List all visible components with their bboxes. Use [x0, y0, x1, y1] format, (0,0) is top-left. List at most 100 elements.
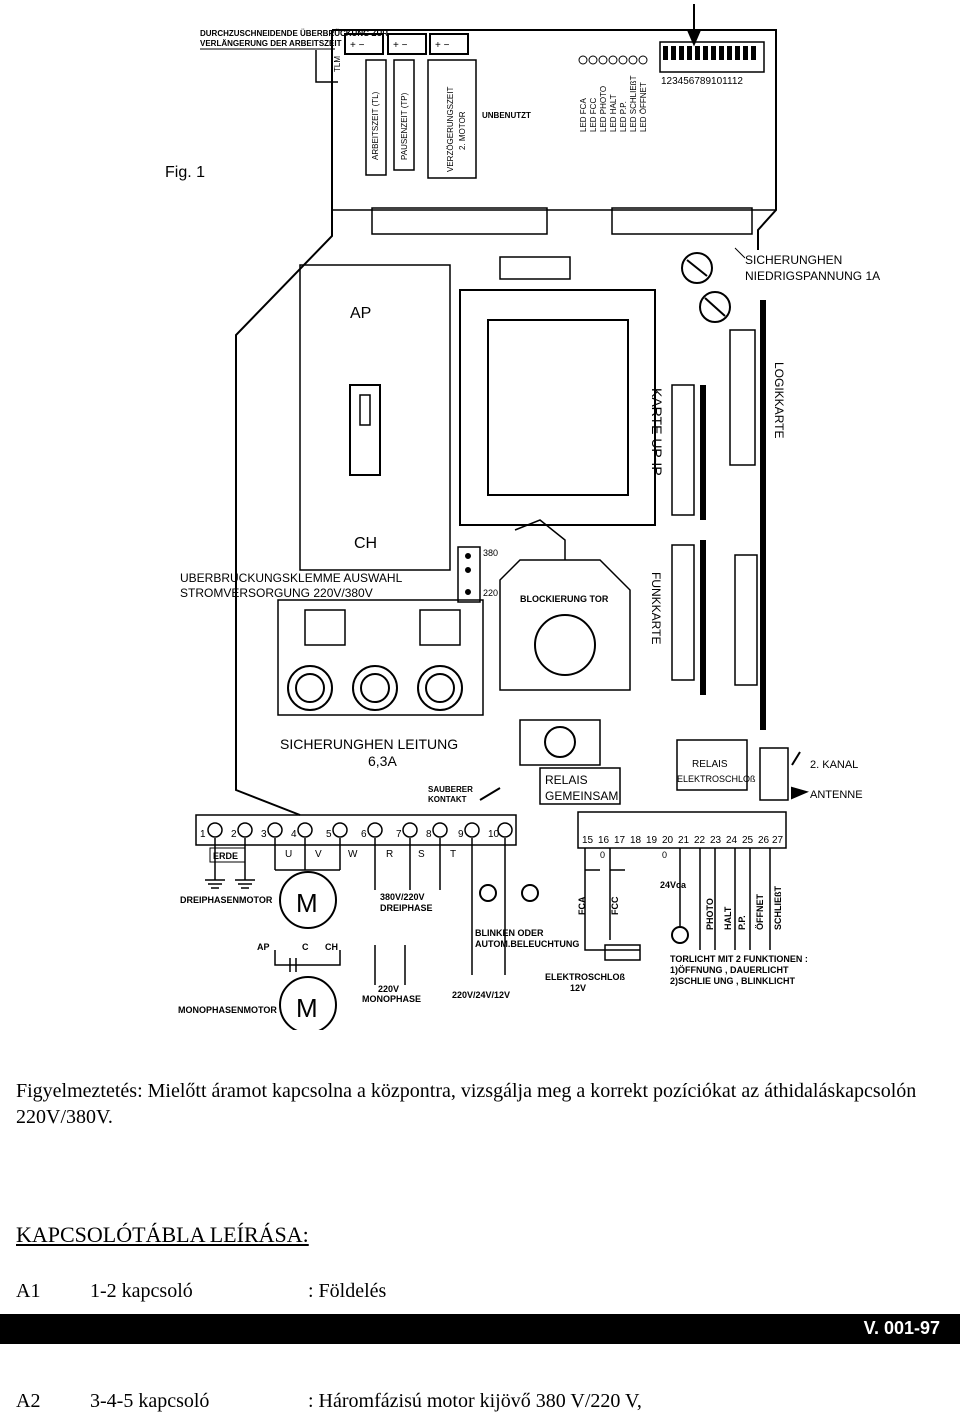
- kanal-label: 2. KANAL: [810, 759, 858, 771]
- dip-block-kanal: [759, 747, 789, 801]
- fuse-line-label-1: SICHERUNGHEN LEITUNG: [280, 736, 458, 752]
- schliest-label: SCHLIEßT: [773, 885, 783, 930]
- fuse-low-1: [681, 252, 713, 284]
- blinken-1: BLINKEN ODER: [475, 928, 544, 938]
- blockierung-top: [514, 519, 566, 560]
- led-pp: LED P.P.: [619, 101, 628, 132]
- fuse-low-pointer: [734, 247, 746, 259]
- svg-text:7: 7: [396, 829, 402, 840]
- zero-left: 0: [600, 850, 605, 860]
- mono-220-2: MONOPHASE: [362, 994, 421, 1004]
- ch-mono: CH: [325, 942, 338, 952]
- transformer-inner: [487, 319, 629, 496]
- fuse-low-1-slot: [686, 259, 708, 277]
- torlicht-3: 2)SCHLIE UNG , BLINKLICHT: [670, 976, 796, 986]
- terminal-numbers-right: 15 16 17 18 19 20 21 22 23 24 25 26 27: [582, 835, 784, 846]
- svg-text:9: 9: [458, 829, 464, 840]
- svg-text:21: 21: [678, 835, 690, 846]
- fuse-low-2: [699, 291, 731, 323]
- fuse-line-2-inner: [360, 673, 390, 703]
- control-wires: [679, 848, 771, 950]
- relais-elek-1: RELAIS: [692, 759, 728, 770]
- funkkarte-slot: [671, 544, 695, 681]
- lower-block: [519, 719, 601, 766]
- unused-label: UNBENUTZT: [482, 111, 531, 120]
- pot-label-delay: VERZÖGERUNGSZEIT: [446, 87, 455, 172]
- svg-text:3: 3: [261, 829, 267, 840]
- footer-band: V. 001-97: [0, 1314, 960, 1344]
- svg-text:20: 20: [662, 835, 674, 846]
- bridge-label-2: STROMVERSORGUNG 220V/380V: [180, 586, 373, 600]
- sauberer-1: SAUBERER: [428, 785, 473, 794]
- mono-motor: [279, 976, 337, 1030]
- lower-block-circle: [544, 726, 576, 758]
- fig-label: Fig. 1: [165, 164, 205, 181]
- ground-symbol-2: [235, 838, 255, 889]
- pot-tl-body: [365, 59, 387, 176]
- rst-wires: [374, 838, 441, 890]
- karte-up-ip-label: KARTE UP-IP: [649, 388, 665, 476]
- photo-label: PHOTO: [705, 898, 715, 930]
- pot-delay-body: [427, 59, 477, 179]
- pp-label: P.P.: [737, 915, 747, 930]
- v220-24-12-label: 220V/24V/12V: [452, 990, 510, 1000]
- terminal-screws-left: [207, 822, 513, 838]
- dip-switch-levers: [663, 46, 756, 60]
- svg-text:10: 10: [488, 829, 500, 840]
- fuse-line-3-inner: [425, 673, 455, 703]
- offnet-label: ÖFFNET: [755, 894, 765, 930]
- top-note-line2: VERLÄNGERUNG DER ARBEITSZEIT: [200, 39, 342, 48]
- ch-label: CH: [354, 535, 377, 552]
- pot-tp-body: [393, 59, 415, 171]
- svg-text:16: 16: [598, 835, 610, 846]
- blockierung-label: BLOCKIERUNG TOR: [520, 594, 609, 604]
- funkkarte-label: FUNKKARTE: [649, 572, 663, 644]
- bridge-jumper: [457, 546, 481, 603]
- motor-wiring: [274, 838, 341, 871]
- funkkarte-connector: [734, 554, 758, 686]
- fuse-line-1: [287, 665, 333, 711]
- pot-tp-box: [387, 33, 427, 55]
- v-label: V: [315, 849, 322, 860]
- svg-text:24: 24: [726, 835, 738, 846]
- row-switch: 3-4-5 kapcsoló: [90, 1390, 210, 1412]
- v24-label: 24Vca: [660, 880, 687, 890]
- fca-fcc-wiring: [584, 848, 640, 951]
- terminal-strip-right: [577, 811, 787, 849]
- transformer-outer: [459, 289, 656, 526]
- svg-text:27: 27: [772, 835, 784, 846]
- u-label: U: [285, 849, 292, 860]
- bridge-label-1: UBERBRUCKUNGSKLEMME AUSWAHL: [180, 571, 403, 585]
- relais-gem-2: GEMEINSAM: [545, 789, 618, 803]
- svg-text:4: 4: [291, 829, 297, 840]
- svg-text:6: 6: [361, 829, 367, 840]
- row-code: A2: [16, 1390, 41, 1412]
- dip-switch-block: [659, 41, 765, 73]
- logikkarte-label: LOGIKKARTE: [772, 362, 786, 438]
- s-label: S: [418, 849, 425, 860]
- svg-text:8: 8: [426, 829, 432, 840]
- pot-delay-signs: + −: [435, 40, 450, 51]
- sauberer-2: KONTAKT: [428, 795, 467, 804]
- svg-text:17: 17: [614, 835, 626, 846]
- row-desc: : Földelés: [308, 1280, 387, 1302]
- mono-220-1: 220V: [378, 984, 399, 994]
- small-connector: [499, 256, 571, 280]
- lamp-1: [479, 884, 497, 902]
- halt-label: HALT: [723, 906, 733, 930]
- antenne-label: ANTENNE: [810, 789, 863, 801]
- led-photo: LED PHOTO: [599, 86, 608, 132]
- pot-delay-box: [429, 33, 469, 55]
- fuse-line-3: [417, 665, 463, 711]
- relais-gem-1: RELAIS: [545, 773, 588, 787]
- v380-220-1: 380V/220V: [380, 892, 425, 902]
- svg-text:26: 26: [758, 835, 770, 846]
- funk-bus-bar: [700, 540, 706, 695]
- fuse-line-2: [352, 665, 398, 711]
- terminal-numbers-left: 1 2 3 4 5 6 7 8 9 10: [200, 829, 500, 840]
- fcc-label: FCC: [610, 896, 620, 915]
- svg-text:2: 2: [231, 829, 237, 840]
- lamp-24v: [671, 926, 689, 944]
- jumper-pin-1: [465, 553, 471, 559]
- main-bus-bar: [760, 300, 766, 730]
